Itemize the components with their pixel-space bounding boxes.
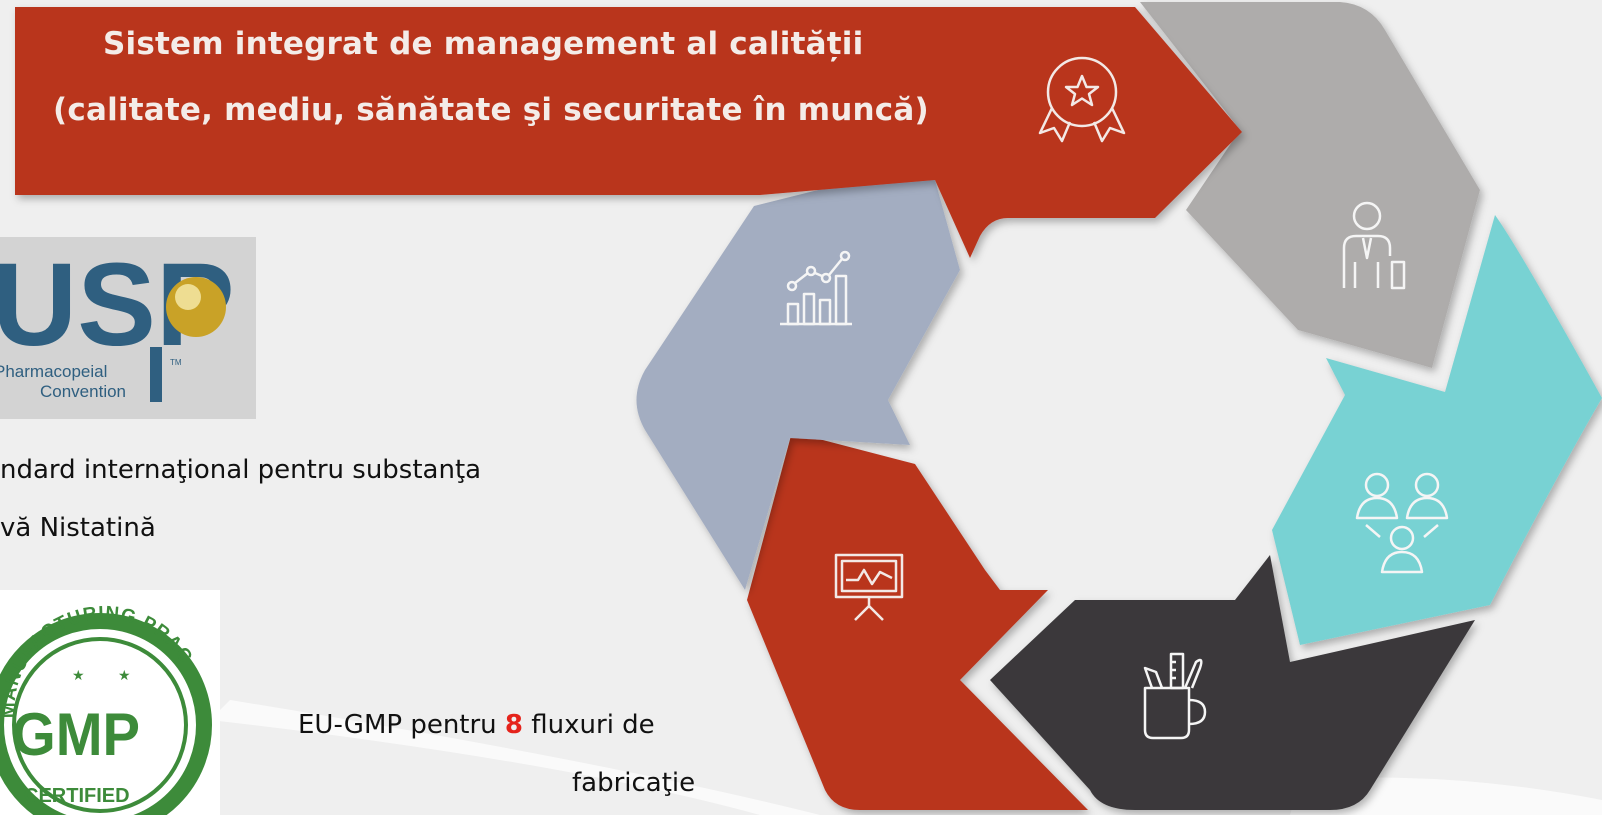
background-swoosh <box>210 700 820 815</box>
svg-text:★: ★ <box>118 668 131 684</box>
presentation-icon <box>834 553 904 621</box>
gmp-seal-main-text: GMP <box>12 701 140 768</box>
svg-text:★: ★ <box>72 668 85 684</box>
banner-arrow <box>15 7 1242 258</box>
gmp-description-line1: EU-GMP pentru 8 fluxuri de <box>298 710 655 740</box>
usp-logo: USP Pharmacopeial Convention TM <box>0 237 256 419</box>
cycle-segment-red-bottom <box>747 432 1088 810</box>
award-icon <box>1038 56 1126 143</box>
gmp-text-after: fluxuri de <box>523 710 655 740</box>
team-icon <box>1355 472 1449 574</box>
businessman-icon <box>1342 201 1406 290</box>
usp-description-line1: ndard internaţional pentru substanţa <box>0 455 482 485</box>
cycle-segment-gray <box>1140 2 1480 368</box>
cycle-segment-slate <box>636 162 960 590</box>
banner-title-line2: (calitate, mediu, sănătate şi securitate… <box>53 92 929 128</box>
gmp-text-before: EU-GMP pentru <box>298 710 505 740</box>
usp-logo-subtitle1: Pharmacopeial <box>0 362 107 381</box>
gmp-seal-certified-text: CERTIFIED <box>24 785 130 807</box>
gmp-flux-count: 8 <box>504 710 524 740</box>
cycle-segment-teal <box>1272 215 1602 645</box>
gmp-certified-seal: MANUFACTURING PRACTICE ★ ★ GMP CERTIFIED <box>0 590 220 815</box>
pen-cup-icon <box>1143 652 1207 740</box>
gmp-description-line2: fabricaţie <box>572 768 696 798</box>
banner-title-line1: Sistem integrat de management al calităț… <box>103 26 864 62</box>
cycle-segment-dark <box>990 555 1475 810</box>
usp-logo-tm: TM <box>170 358 182 367</box>
growth-chart-icon <box>780 250 852 326</box>
usp-logo-subtitle2: Convention <box>40 382 126 401</box>
usp-description-line2: vă Nistatină <box>0 513 156 543</box>
